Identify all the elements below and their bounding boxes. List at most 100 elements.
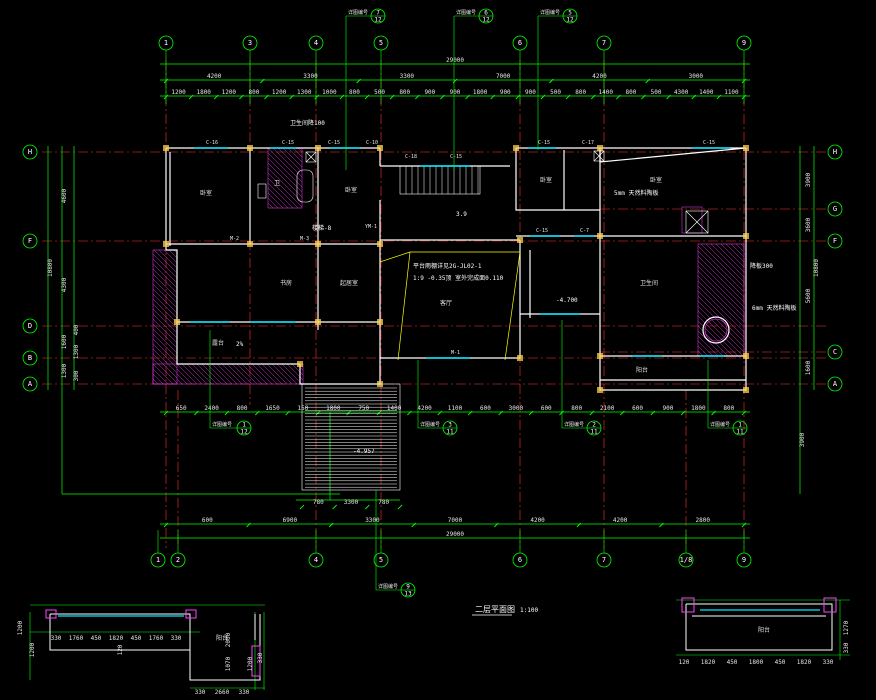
note-5: -4.700	[556, 297, 578, 304]
hatch-32	[176, 373, 188, 385]
top-axis-0-circle	[158, 35, 174, 51]
hatch-57	[291, 363, 304, 376]
window-label-8: C-15	[703, 140, 715, 146]
top-row1-dim-tick-3	[452, 78, 458, 84]
top-row2-dim-tick-14	[515, 94, 521, 100]
column-1	[247, 145, 253, 151]
hatch-lines	[152, 147, 745, 385]
bottom-axis-0-circle	[150, 552, 166, 568]
bottom-row1-dim-tick-14	[589, 410, 595, 416]
bottom-row1-dim-4: 150	[297, 405, 308, 412]
top-row2-dim-19: 500	[651, 89, 662, 96]
top-axis-0: 1	[164, 39, 168, 47]
hatch-108	[740, 243, 745, 248]
left-axis-3: B	[28, 354, 32, 362]
top-row2-dim-5: 1300	[297, 89, 312, 96]
detail-left-dim-v-0: 1200	[17, 620, 24, 635]
detail-right-dim-h-1: 1820	[701, 659, 716, 666]
top-row1-dim-0: 4200	[207, 73, 222, 80]
bottom-row2-dim-4: 4200	[530, 517, 545, 524]
drawing-scale: 1:100	[520, 607, 538, 614]
top-row2-dim-tick-1	[188, 94, 194, 100]
column-13	[743, 233, 749, 239]
detail-right-dim-v-1: 330	[843, 642, 850, 653]
window-label-10: C-7	[580, 228, 589, 234]
hatch-63	[267, 187, 289, 209]
top-row1-dim-2: 3300	[400, 73, 415, 80]
top-row2-dim-20: 4300	[674, 89, 689, 96]
top-row2-dim-4: 1200	[272, 89, 287, 96]
note-1: 6mm 天然料陶板	[752, 304, 796, 312]
left-axis-3-circle	[22, 350, 38, 366]
top-axis-3: 5	[379, 39, 383, 47]
bottom-row1-dim-tick-4	[285, 410, 291, 416]
hatch-73	[277, 147, 303, 173]
hatch-40	[206, 363, 228, 385]
bottom-row1-dim-tick-10	[467, 410, 473, 416]
top-row2-dim-0: 1200	[171, 89, 186, 96]
bottom-row2-dim-1: 6900	[283, 517, 298, 524]
hatch-26	[153, 249, 178, 274]
stair-treads	[305, 166, 479, 488]
top-row2-dim-tick-3	[239, 94, 244, 100]
room-label-2: 卧室	[345, 186, 357, 194]
detail-left-dim-b-1: 2660	[215, 689, 230, 696]
top-row1-dim-tick-2	[356, 78, 361, 84]
top-row2-dim-tick-16	[565, 94, 571, 100]
top-row2-dim-tick-2	[213, 94, 219, 100]
top-row2-dim-tick-11	[440, 94, 445, 100]
top-row2-dim-9: 800	[399, 89, 410, 96]
bottom-axis-4-circle	[512, 552, 528, 568]
detail-left-dim-h-1: 1760	[69, 635, 84, 642]
section-mark-bottom-0: 12	[374, 17, 382, 24]
hatch-80	[697, 340, 714, 357]
bottom-axis-6-circle	[678, 552, 694, 568]
top-row2-dim-tick-7	[339, 94, 345, 100]
top-row1-dim-1: 3300	[303, 73, 318, 80]
hatch-66	[267, 172, 303, 208]
detail-left-dim-v-5: 1200	[247, 656, 254, 671]
bottom-row1-dim-2: 800	[237, 405, 248, 412]
hatch-103	[715, 243, 745, 273]
note-3: 平台雨棚详见2G-JL02-1	[413, 262, 482, 270]
axis-leaders	[157, 50, 745, 553]
hatch-75	[287, 147, 303, 163]
bottom-row1-dim-tick-6	[346, 410, 351, 416]
hatch-31	[176, 378, 183, 385]
hatch-79	[697, 345, 709, 357]
top-row2-dim-13: 900	[500, 89, 511, 96]
section-mark-bottom-1: 12	[482, 17, 490, 24]
note-8: 降板300	[750, 262, 773, 270]
top-row2-dim-tick-4	[264, 94, 269, 100]
bottom-row1-dim-tick-15	[619, 410, 625, 416]
hatch-64	[267, 182, 294, 209]
room-label-3: 书房	[280, 279, 292, 287]
hatch-27	[158, 249, 178, 269]
hatch-9	[152, 333, 178, 359]
top-axis-2-circle	[308, 35, 324, 51]
right-axis-0: H	[833, 148, 837, 156]
bottom-row2-dim-tick-4	[493, 522, 499, 528]
hatch-35	[181, 363, 203, 385]
section-mark-top-2: 5	[568, 10, 572, 17]
top-axis-5-circle	[596, 35, 612, 51]
bottom-row2-dim-tick-5	[576, 522, 582, 528]
note-4: 1:9 -0.35顶 室外完成面0.110	[413, 274, 504, 282]
section-mark-top-4: 3	[448, 422, 452, 429]
hatch-3	[152, 363, 174, 385]
hatch-36	[186, 363, 208, 385]
hatch-11	[152, 323, 178, 349]
hatch-39	[201, 363, 223, 385]
window-label-4: C-18	[405, 154, 417, 160]
top-row1-dim-tick-1	[260, 78, 265, 84]
hatch-106	[730, 243, 745, 258]
bottom-axis-1-circle	[170, 552, 186, 568]
bottom-axis-5: 7	[602, 556, 606, 564]
left-axis-0-circle	[22, 144, 38, 160]
left-axis-1-circle	[22, 233, 38, 249]
hatch-107	[735, 243, 745, 253]
hatch-87	[697, 305, 745, 353]
hatch-76	[292, 147, 303, 158]
